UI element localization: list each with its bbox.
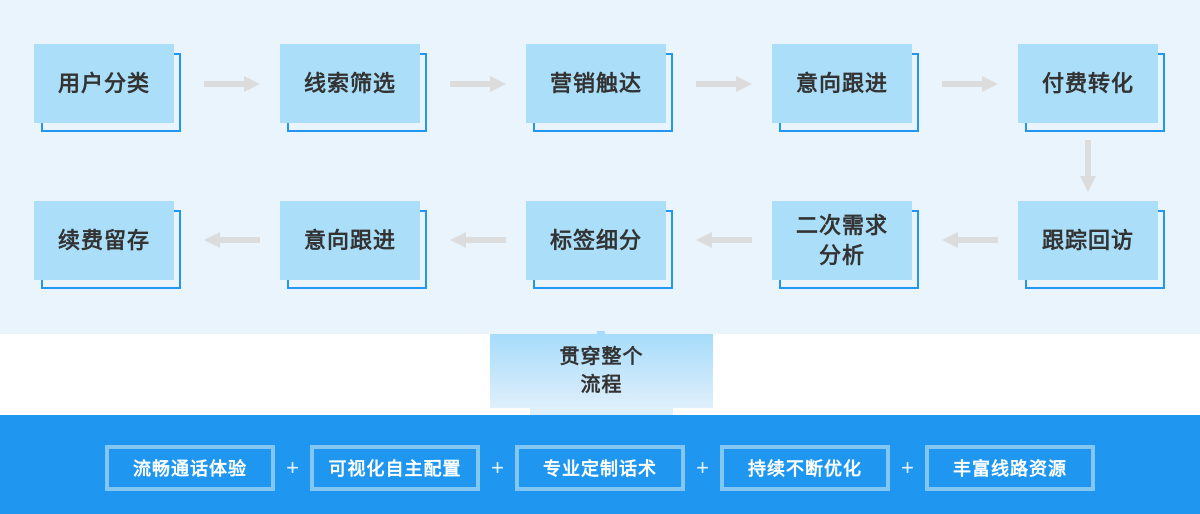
node-lead-screening: 线索筛选 <box>280 44 427 132</box>
arrow-right-icon <box>696 76 752 92</box>
feature-smooth-call-experience: 流畅通话体验 <box>105 445 275 491</box>
arrow-right-icon <box>204 76 260 92</box>
features-bar: 流畅通话体验 + 可视化自主配置 + 专业定制话术 + 持续不断优化 + 丰富线… <box>0 415 1200 514</box>
arrow-down-icon <box>1080 140 1096 192</box>
node-paid-conversion: 付费转化 <box>1018 44 1165 132</box>
feature-rich-line-resources: 丰富线路资源 <box>925 445 1095 491</box>
node-label: 意向跟进 <box>772 44 912 123</box>
features-row: 流畅通话体验 + 可视化自主配置 + 专业定制话术 + 持续不断优化 + 丰富线… <box>0 415 1200 514</box>
plus-separator: + <box>286 455 299 480</box>
node-follow-up-visit: 跟踪回访 <box>1018 201 1165 289</box>
node-label: 用户分类 <box>34 44 174 123</box>
plus-separator: + <box>491 455 504 480</box>
node-intent-follow-up: 意向跟进 <box>772 44 919 132</box>
node-label: 二次需求 分析 <box>772 201 912 280</box>
arrow-left-icon <box>450 232 506 248</box>
plus-separator: + <box>901 455 914 480</box>
node-label: 跟踪回访 <box>1018 201 1158 280</box>
node-label: 标签细分 <box>526 201 666 280</box>
bridge-note: 贯穿整个 流程 <box>490 331 713 415</box>
node-secondary-demand-analysis: 二次需求 分析 <box>772 201 919 289</box>
arrow-left-icon <box>942 232 998 248</box>
feature-professional-custom-scripts: 专业定制话术 <box>515 445 685 491</box>
node-tag-segmentation: 标签细分 <box>526 201 673 289</box>
flow-diagram-section: 用户分类 线索筛选 营销触达 意向跟进 付费转化 续费留存 <box>0 0 1200 334</box>
arrow-right-icon <box>942 76 998 92</box>
feature-continuous-optimization: 持续不断优化 <box>720 445 890 491</box>
arrow-left-icon <box>204 232 260 248</box>
node-label: 营销触达 <box>526 44 666 123</box>
node-label: 线索筛选 <box>280 44 420 123</box>
node-label: 付费转化 <box>1018 44 1158 123</box>
node-user-classification: 用户分类 <box>34 44 181 132</box>
feature-visual-self-configuration: 可视化自主配置 <box>310 445 480 491</box>
node-intent-follow-up-2: 意向跟进 <box>280 201 427 289</box>
node-renewal-retention: 续费留存 <box>34 201 181 289</box>
node-label: 意向跟进 <box>280 201 420 280</box>
arrow-left-icon <box>696 232 752 248</box>
arrow-right-icon <box>450 76 506 92</box>
plus-separator: + <box>696 455 709 480</box>
node-marketing-reach: 营销触达 <box>526 44 673 132</box>
node-label: 续费留存 <box>34 201 174 280</box>
